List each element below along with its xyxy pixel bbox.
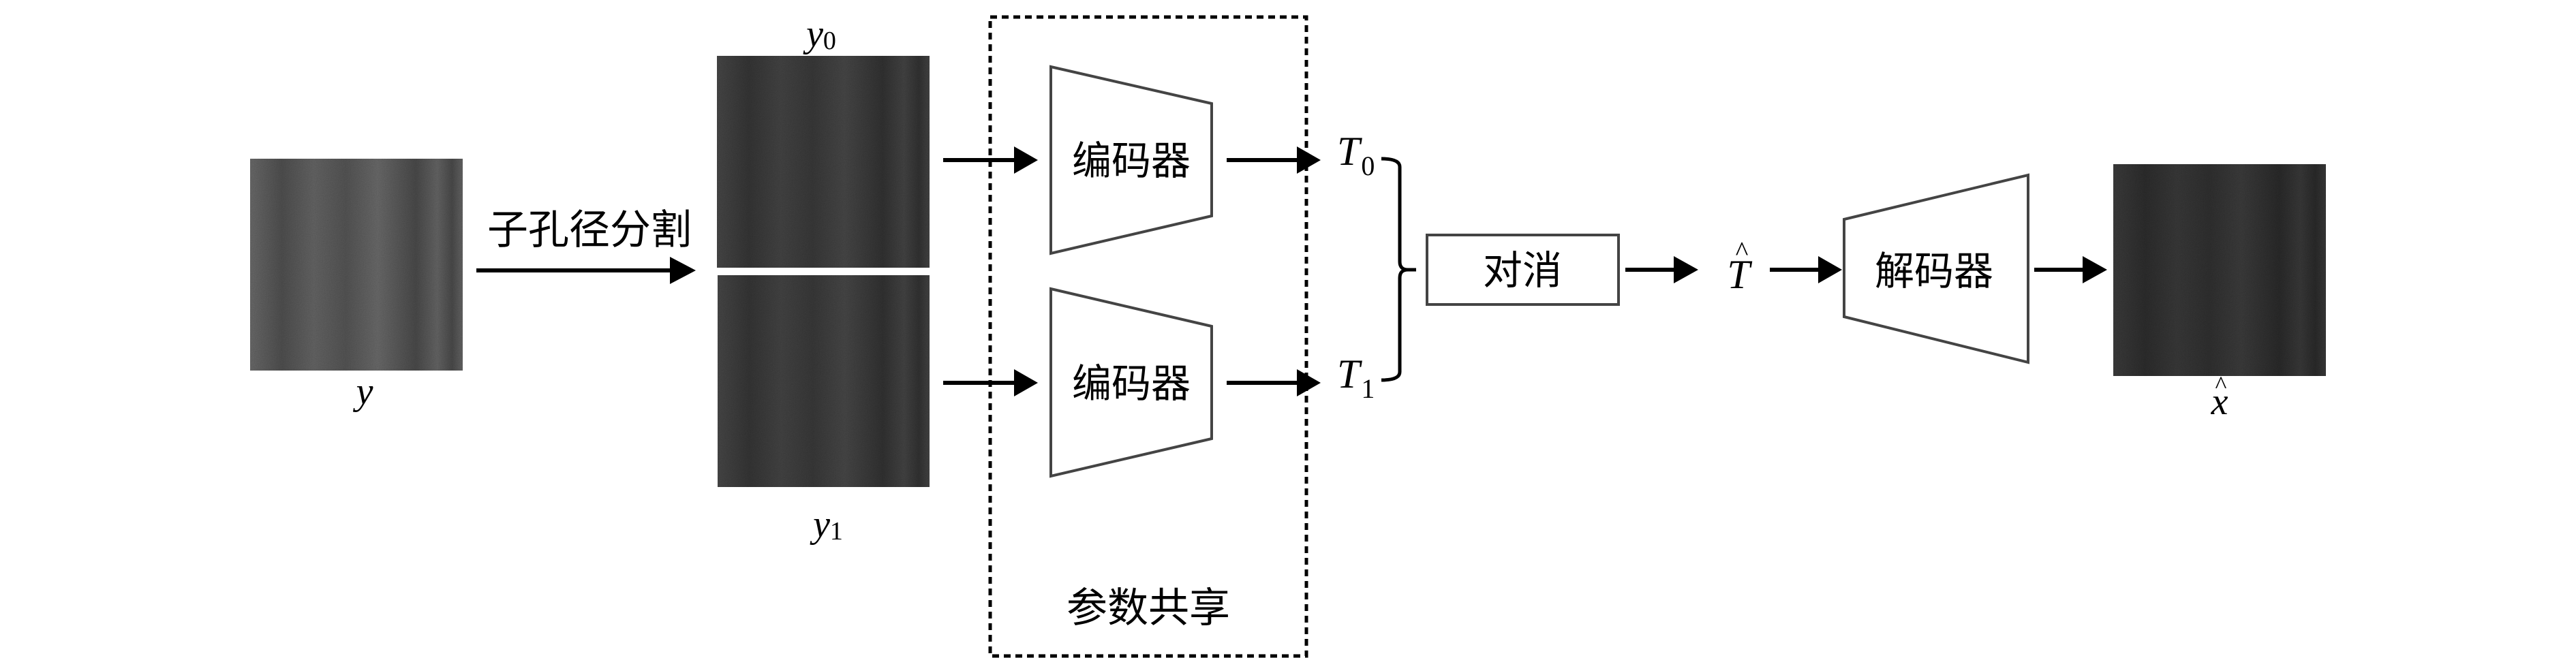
split-arrow-label: 子孔径分割 xyxy=(487,206,692,254)
arrow-decoder-out xyxy=(2034,256,2107,283)
feature-t1-label: T1 xyxy=(1337,351,1375,404)
sub-image-1 xyxy=(718,275,930,487)
svg-text:T: T xyxy=(1727,252,1752,297)
arrow-sub0-to-encoder xyxy=(943,146,1038,174)
arrow-sub1-to-encoder xyxy=(943,369,1038,396)
shared-parameter-group xyxy=(988,15,1308,658)
encoder-lower-label: 编码器 xyxy=(1072,360,1191,407)
output-image xyxy=(2113,164,2326,376)
encoder-upper xyxy=(1049,65,1213,255)
svg-text:x: x xyxy=(2211,381,2228,423)
cancel-block-label: 对消 xyxy=(1483,247,1562,294)
split-arrow xyxy=(476,257,696,284)
input-image-label: y xyxy=(353,371,373,413)
output-image-label: x ^ xyxy=(2211,371,2228,423)
decoder xyxy=(1843,173,2029,364)
sub-image-0-label: y0 xyxy=(803,13,836,55)
encoder-upper-label: 编码器 xyxy=(1072,138,1191,184)
sub-image-0 xyxy=(717,56,930,268)
arrow-encoder-lower-out xyxy=(1227,369,1321,396)
shared-parameter-label: 参数共享 xyxy=(1067,584,1230,632)
arrow-encoder-upper-out xyxy=(1227,146,1321,174)
feature-t0-label: T0 xyxy=(1337,129,1375,181)
arrow-cancel-out xyxy=(1625,256,1698,283)
svg-text:^: ^ xyxy=(2215,371,2227,398)
sub-image-1-label: y1 xyxy=(810,503,843,546)
merge-brace xyxy=(1381,157,1416,382)
cancel-output-label: T ^ xyxy=(1727,236,1752,297)
decoder-label: 解码器 xyxy=(1875,248,1993,294)
svg-text:^: ^ xyxy=(1736,236,1749,266)
input-image xyxy=(250,159,463,371)
arrow-to-decoder xyxy=(1770,256,1842,283)
encoder-lower xyxy=(1049,287,1213,478)
cancel-block xyxy=(1426,234,1620,306)
